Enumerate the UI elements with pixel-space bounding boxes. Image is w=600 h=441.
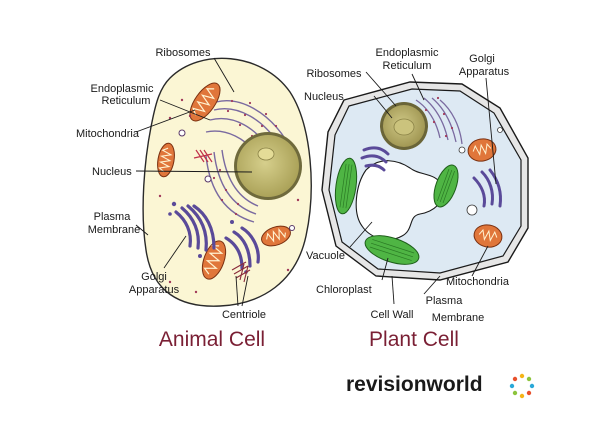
label-plant-er-line1: Endoplasmic xyxy=(376,47,439,59)
animal-leader-lines xyxy=(135,57,253,307)
label-plant-cell-wall: Cell Wall xyxy=(371,309,414,321)
label-plant-er-line2: Reticulum xyxy=(383,60,432,72)
plant-chloroplasts xyxy=(334,157,459,265)
plant-golgi-apparatus xyxy=(360,146,502,208)
label-animal-golgi-line1: Golgi xyxy=(141,271,167,283)
plant-vacuole xyxy=(355,160,444,241)
animal-cell xyxy=(135,57,312,307)
label-animal-ribosomes: Ribosomes xyxy=(155,47,211,59)
plant-labels: Ribosomes Endoplasmic Reticulum Golgi Ap… xyxy=(304,47,510,324)
label-animal-golgi-line2: Apparatus xyxy=(129,284,180,296)
revisionworld-logo: revisionworld xyxy=(346,373,535,399)
label-plant-ribosomes: Ribosomes xyxy=(306,68,362,80)
label-plant-vacuole: Vacuole xyxy=(306,250,345,262)
plant-vesicles xyxy=(458,127,503,216)
label-animal-membrane-line1: Plasma xyxy=(94,211,132,223)
label-animal-mitochondria: Mitochondria xyxy=(76,128,140,140)
animal-nucleus xyxy=(234,132,302,200)
svg-text:revisionworld: revisionworld xyxy=(346,373,483,396)
animal-cell-title: Animal Cell xyxy=(159,328,265,351)
label-animal-centriole: Centriole xyxy=(222,309,266,321)
plant-cell-title: Plant Cell xyxy=(369,328,459,351)
label-animal-er-line2: Reticulum xyxy=(102,95,151,107)
logo-text-revision: revision xyxy=(346,373,427,396)
animal-vesicles xyxy=(168,201,248,274)
plant-mitochondria xyxy=(467,138,503,248)
label-plant-membrane-line1: Plasma xyxy=(426,295,464,307)
label-plant-golgi-line2: Apparatus xyxy=(459,66,510,78)
label-animal-membrane-line2: Membrane xyxy=(88,224,141,236)
animal-free-ribosomes xyxy=(158,98,300,294)
label-plant-mitochondria: Mitochondria xyxy=(446,276,510,288)
logo-dots-icon xyxy=(509,373,535,399)
plant-er-ribosome-dots xyxy=(424,96,454,138)
plant-nucleolus xyxy=(393,118,415,136)
animal-lysosomes xyxy=(178,129,295,231)
plant-leader-lines xyxy=(349,71,497,305)
label-plant-chloroplast: Chloroplast xyxy=(316,284,372,296)
animal-nucleolus xyxy=(257,147,275,161)
label-animal-nucleus: Nucleus xyxy=(92,166,132,178)
animal-small-organelles xyxy=(193,149,213,163)
logo-text-world: world xyxy=(426,373,483,396)
animal-golgi-apparatus xyxy=(174,204,260,270)
label-plant-golgi-line1: Golgi xyxy=(469,53,495,65)
label-plant-membrane-line2: Membrane xyxy=(432,312,485,324)
plant-cell xyxy=(321,71,529,305)
animal-centriole xyxy=(231,261,251,283)
label-plant-nucleus: Nucleus xyxy=(304,91,344,103)
label-animal-er-line1: Endoplasmic xyxy=(91,83,154,95)
animal-labels: Ribosomes Endoplasmic Reticulum Mitochon… xyxy=(76,47,266,321)
plant-nucleus xyxy=(380,102,428,150)
